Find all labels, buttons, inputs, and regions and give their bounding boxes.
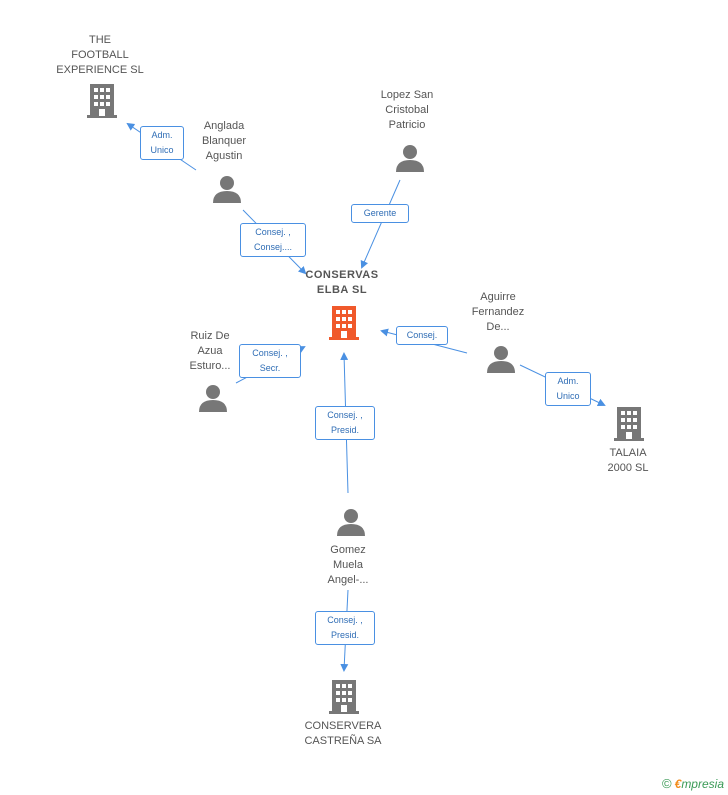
node-label-conservera[interactable]: CONSERVERA CASTREÑA SA	[304, 720, 382, 747]
empresia-brand: ©€mpresia	[662, 776, 724, 791]
person-icon[interactable]	[486, 344, 516, 374]
person-icon[interactable]	[336, 507, 366, 537]
relation-badge-anglada-elba[interactable]: Consej. , Consej....	[240, 223, 306, 257]
copyright-icon: ©	[662, 776, 672, 791]
node-label-anglada[interactable]: Anglada Blanquer Agustin	[201, 120, 247, 162]
node-label-gomez[interactable]: Gomez Muela Angel-...	[327, 544, 369, 586]
relation-badge-aguirre-elba[interactable]: Consej.	[396, 326, 448, 345]
node-label-aguirre[interactable]: Aguirre Fernandez De...	[471, 291, 525, 333]
node-label-ruiz[interactable]: Ruiz De Azua Esturo...	[189, 330, 231, 372]
node-label-conservas-elba[interactable]: CONSERVAS ELBA SL	[305, 269, 379, 296]
relation-badge-gomez-elba[interactable]: Consej. , Presid.	[315, 406, 375, 440]
empresia-logo-text: mpresia	[681, 777, 724, 791]
relation-badge-anglada-football[interactable]: Adm. Unico	[140, 126, 184, 160]
person-icon[interactable]	[395, 143, 425, 173]
relation-badge-gomez-conservera[interactable]: Consej. , Presid.	[315, 611, 375, 645]
building-icon[interactable]	[613, 405, 645, 441]
person-icon[interactable]	[198, 383, 228, 413]
node-label-talaia[interactable]: TALAIA 2000 SL	[607, 447, 649, 474]
building-icon[interactable]	[328, 678, 360, 714]
node-label-lopez[interactable]: Lopez San Cristobal Patricio	[380, 89, 434, 131]
edge-lopez-elba	[360, 179, 401, 269]
node-label-the-football[interactable]: THE FOOTBALL EXPERIENCE SL	[56, 34, 144, 76]
empresia-logo-e: €	[674, 777, 682, 791]
relation-badge-lopez-elba[interactable]: Gerente	[351, 204, 409, 223]
relation-badge-aguirre-talaia[interactable]: Adm. Unico	[545, 372, 591, 406]
person-icon[interactable]	[212, 174, 242, 204]
building-icon[interactable]	[328, 304, 360, 340]
building-icon[interactable]	[86, 82, 118, 118]
relation-badge-ruiz-elba[interactable]: Consej. , Secr.	[239, 344, 301, 378]
